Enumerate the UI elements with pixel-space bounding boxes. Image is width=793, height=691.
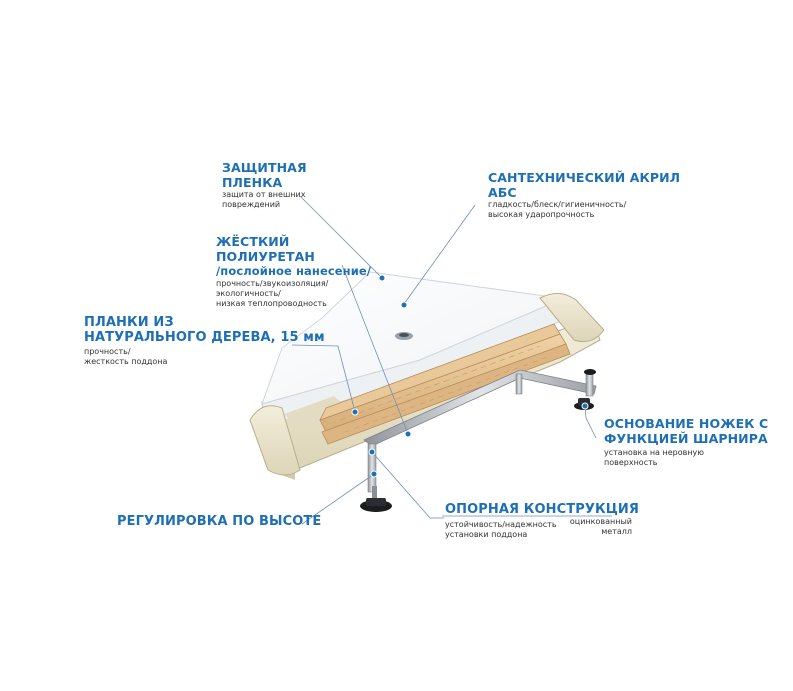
protective-film-title-1: ЗАЩИТНАЯ	[222, 160, 307, 175]
leg-base-title-2: ФУНКЦИЕЙ ШАРНИРА	[604, 431, 768, 446]
rigid-polyurethane-caption-3: низкая теплопроводность	[216, 299, 327, 308]
wood-planks-title-2: НАТУРАЛЬНОГО ДЕРЕВА, 15 мм	[84, 330, 325, 345]
label-galvanized-metal: оцинкованный металл	[562, 517, 632, 537]
label-wood-planks: ПЛАНКИ ИЗ НАТУРАЛЬНОГО ДЕРЕВА, 15 мм про…	[84, 315, 325, 367]
wood-planks-title-1: ПЛАНКИ ИЗ	[84, 315, 174, 330]
sanitary-acrylic-caption-2: высокая ударопрочность	[488, 210, 595, 219]
rigid-polyurethane-title-3: /послойное нанесение/	[216, 264, 372, 278]
leader-lines	[291, 195, 612, 525]
rigid-polyurethane-title-1: ЖЁСТКИЙ	[216, 234, 290, 249]
leg-base-title-1: ОСНОВАНИЕ НОЖЕК С	[604, 416, 769, 431]
callout-dots	[351, 274, 589, 478]
label-rigid-polyurethane: ЖЁСТКИЙ ПОЛИУРЕТАН /послойное нанесение/…	[216, 234, 371, 309]
leg-base-caption-2: поверхность	[604, 458, 658, 467]
height-adjust-title: РЕГУЛИРОВКА ПО ВЫСОТЕ	[117, 514, 322, 529]
polyurethane-edge-rims	[249, 293, 605, 476]
wood-planks-caption-1: прочность/	[84, 347, 131, 356]
steel-support-frame	[363, 369, 597, 500]
support-frame-caption-1: устойчивость/надежность	[445, 520, 557, 529]
galvanized-metal-note-2: металл	[601, 527, 632, 536]
protective-film-caption-2: повреждений	[222, 200, 281, 209]
support-frame-title: ОПОРНАЯ КОНСТРУКЦИЯ	[445, 502, 639, 517]
sanitary-acrylic-title-2: АБС	[488, 185, 517, 200]
wood-planks	[319, 323, 571, 445]
sanitary-acrylic-title-1: САНТЕХНИЧЕСКИЙ АКРИЛ	[488, 170, 681, 185]
rigid-polyurethane-caption-1: прочность/звукоизоляция/	[216, 279, 329, 288]
label-height-adjust: РЕГУЛИРОВКА ПО ВЫСОТЕ	[117, 514, 321, 529]
protective-film-caption-1: защита от внешних	[222, 190, 306, 199]
wood-planks-caption-2: жесткость поддона	[84, 357, 168, 366]
label-support-frame: ОПОРНАЯ КОНСТРУКЦИЯ устойчивость/надежно…	[445, 502, 639, 540]
label-protective-film: ЗАЩИТНАЯ ПЛЕНКА защита от внешних повреж…	[222, 160, 307, 210]
protective-film-title-2: ПЛЕНКА	[222, 175, 283, 190]
label-leg-base: ОСНОВАНИЕ НОЖЕК С ФУНКЦИЕЙ ШАРНИРА устан…	[604, 416, 768, 468]
sanitary-acrylic-caption-1: гладкость/блеск/гигиеничность/	[488, 200, 627, 209]
galvanized-metal-note-1: оцинкованный	[569, 517, 632, 526]
support-frame-caption-2: установки поддона	[445, 530, 528, 539]
label-sanitary-acrylic: САНТЕХНИЧЕСКИЙ АКРИЛ АБС гладкость/блеск…	[488, 170, 680, 220]
leg-base-caption-1: установка на неровную	[604, 448, 705, 457]
rigid-polyurethane-title-2: ПОЛИУРЕТАН	[216, 249, 315, 264]
rigid-polyurethane-caption-2: экологичность/	[216, 289, 281, 298]
